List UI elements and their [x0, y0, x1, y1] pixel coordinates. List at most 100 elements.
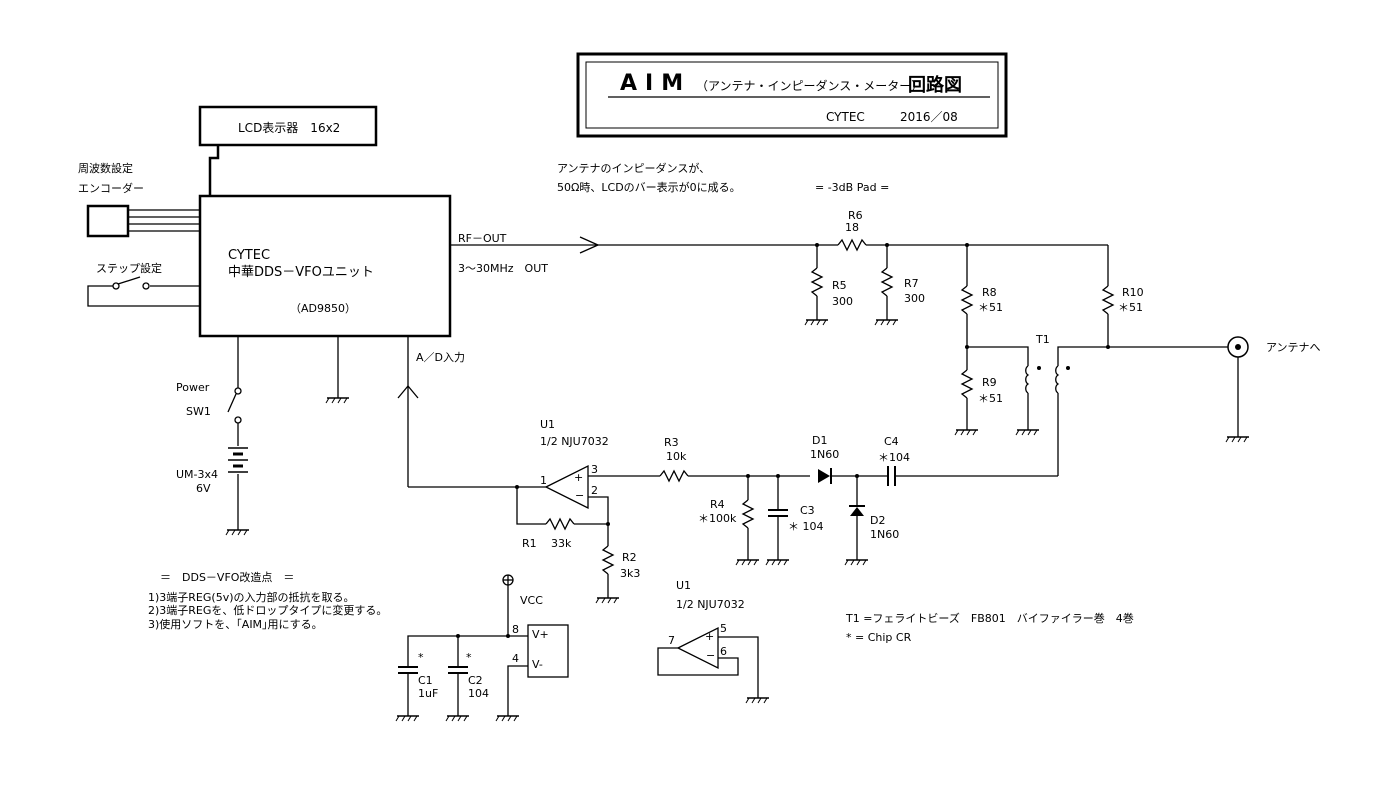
r6-label: R6	[848, 209, 863, 222]
encoder: 周波数設定 エンコーダー	[78, 161, 200, 238]
c2-value: 104	[468, 687, 489, 700]
u1a-pin3: 3	[591, 463, 598, 476]
r9-label: R9	[982, 376, 997, 389]
c3-value: ＊ 104	[788, 520, 824, 533]
title-diagram: 回路図	[908, 74, 962, 96]
battery-v-label: 6V	[196, 482, 211, 495]
rf-out: RF－OUT 3～30MHz OUT	[450, 232, 838, 275]
c2-label: C2	[468, 674, 483, 687]
u1b-minus: −	[706, 649, 715, 662]
transformer-t1: T1	[967, 333, 1108, 476]
resistor-r4: R4 ＊100k	[698, 474, 760, 566]
mod-item-1: 1)3端子REG(5v)の入力部の抵抗を取る。	[148, 590, 355, 604]
r4-label: R4	[710, 498, 725, 511]
t1-label: T1	[1035, 333, 1050, 346]
title-maker: CYTEC	[826, 110, 865, 124]
modification-notes: ＝ DDS－VFO改造点 ＝ 1)3端子REG(5v)の入力部の抵抗を取る。 2…	[148, 570, 387, 631]
r3-label: R3	[664, 436, 679, 449]
title-subtitle: （アンテナ・インピーダンス・メーター）	[696, 78, 923, 93]
r6-value: 18	[845, 221, 859, 234]
resistor-r10: R10 ＊51	[1101, 245, 1144, 349]
diode-d1: D1 1N60	[810, 434, 888, 484]
sw1-label: SW1	[186, 405, 211, 418]
u1a-label: U1	[540, 418, 555, 431]
ad-in-label: A／D入力	[416, 351, 465, 364]
r1-label: R1	[522, 537, 537, 550]
r3-value: 10k	[666, 450, 687, 463]
antenna-label: アンテナへ	[1266, 341, 1321, 354]
u1a-pin2: 2	[591, 484, 598, 497]
resistor-r5: R5 300	[804, 243, 853, 326]
chip-note: * = Chip CR	[846, 631, 912, 644]
c4-value: ＊104	[878, 451, 910, 464]
r7-label: R7	[904, 277, 919, 290]
c3-label: C3	[800, 504, 815, 517]
title-aim: AIM	[620, 71, 691, 96]
r1-value: 33k	[551, 537, 572, 550]
r7-value: 300	[904, 292, 925, 305]
power-label: Power	[176, 381, 210, 394]
vfo-block: CYTEC 中華DDS－VFOユニット （AD9850）	[198, 194, 452, 338]
mod-item-2: 2)3端子REGを、低ドロップタイプに変更する。	[148, 603, 387, 617]
u1b-pin5: 5	[720, 622, 727, 635]
encoder-label: エンコーダー	[78, 181, 144, 195]
u1b-plus: +	[705, 630, 714, 643]
opamp-u1b: U1 1/2 NJU7032 + − 7 5 6	[657, 579, 770, 704]
resistor-r8: R8 ＊51	[960, 243, 1003, 370]
c1-label: C1	[418, 674, 433, 687]
note-line1: アンテナのインピーダンスが、	[557, 161, 710, 175]
resistor-r3: R3 10k	[659, 436, 810, 483]
step-set-label: ステップ設定	[96, 261, 162, 275]
mod-item-3: 3)使用ソフトを、｢AIM｣用にする。	[148, 618, 323, 631]
u1b-label: U1	[676, 579, 691, 592]
rf-range-label: 3～30MHz OUT	[458, 262, 548, 275]
c1-star: *	[418, 651, 424, 664]
resistor-r7: R7 300	[874, 243, 925, 326]
title-date: 2016／08	[900, 110, 958, 124]
vcc-label: VCC	[520, 594, 543, 607]
vfo-line2: 中華DDS－VFOユニット	[228, 265, 374, 280]
r8-value: ＊51	[978, 301, 1003, 314]
vplus-label: V+	[532, 628, 549, 641]
pin4-label: 4	[512, 652, 519, 665]
vminus-label: V-	[532, 658, 543, 671]
opamp-u1a: U1 1/2 NJU7032 + − 1 3 2 R1 33k R2 3k3	[515, 418, 660, 604]
d1-label: D1	[812, 434, 827, 447]
antenna-connector: アンテナへ	[1108, 336, 1321, 443]
freq-set-label: 周波数設定	[78, 161, 133, 175]
capacitor-c3: C3 ＊ 104	[765, 474, 824, 566]
diode-d2: D2 1N60	[844, 474, 899, 566]
resistor-r9: R9 ＊51	[954, 369, 1003, 436]
u1b-value: 1/2 NJU7032	[676, 598, 745, 611]
r10-value: ＊51	[1118, 301, 1143, 314]
r4-value: ＊100k	[698, 512, 737, 525]
c1-value: 1uF	[418, 687, 438, 700]
step-switch: ステップ設定	[87, 261, 200, 307]
vfo-line3: （AD9850）	[290, 302, 356, 315]
c4-label: C4	[884, 435, 899, 448]
rf-out-label: RF－OUT	[458, 232, 507, 245]
capacitor-c4: C4 ＊104	[878, 435, 1058, 486]
u1a-pin1: 1	[540, 474, 547, 487]
mod-title: ＝ DDS－VFO改造点 ＝	[160, 570, 294, 584]
u1a-value: 1/2 NJU7032	[540, 435, 609, 448]
ad-input: A／D入力	[397, 336, 546, 488]
u1a-minus: −	[575, 489, 584, 502]
note-line2: 50Ω時、LCDのバー表示が0に成る。	[557, 180, 741, 194]
d1-value: 1N60	[810, 448, 839, 461]
r9-value: ＊51	[978, 392, 1003, 405]
c2-star: *	[466, 651, 472, 664]
lcd-block: LCD表示器 16x2	[198, 105, 378, 196]
title-block: AIM （アンテナ・インピーダンス・メーター） 回路図 CYTEC 2016／0…	[576, 52, 1008, 138]
r10-label: R10	[1122, 286, 1144, 299]
u1b-pin7: 7	[668, 634, 675, 647]
pin8-label: 8	[512, 623, 519, 636]
r8-label: R8	[982, 286, 997, 299]
lcd-label: LCD表示器 16x2	[238, 121, 340, 135]
u1a-plus: +	[574, 471, 583, 484]
r2-label: R2	[622, 551, 637, 564]
t1-note: T1 =フェライトビーズ FB801 バイファイラー巻 4巻	[845, 611, 1134, 625]
d2-value: 1N60	[870, 528, 899, 541]
